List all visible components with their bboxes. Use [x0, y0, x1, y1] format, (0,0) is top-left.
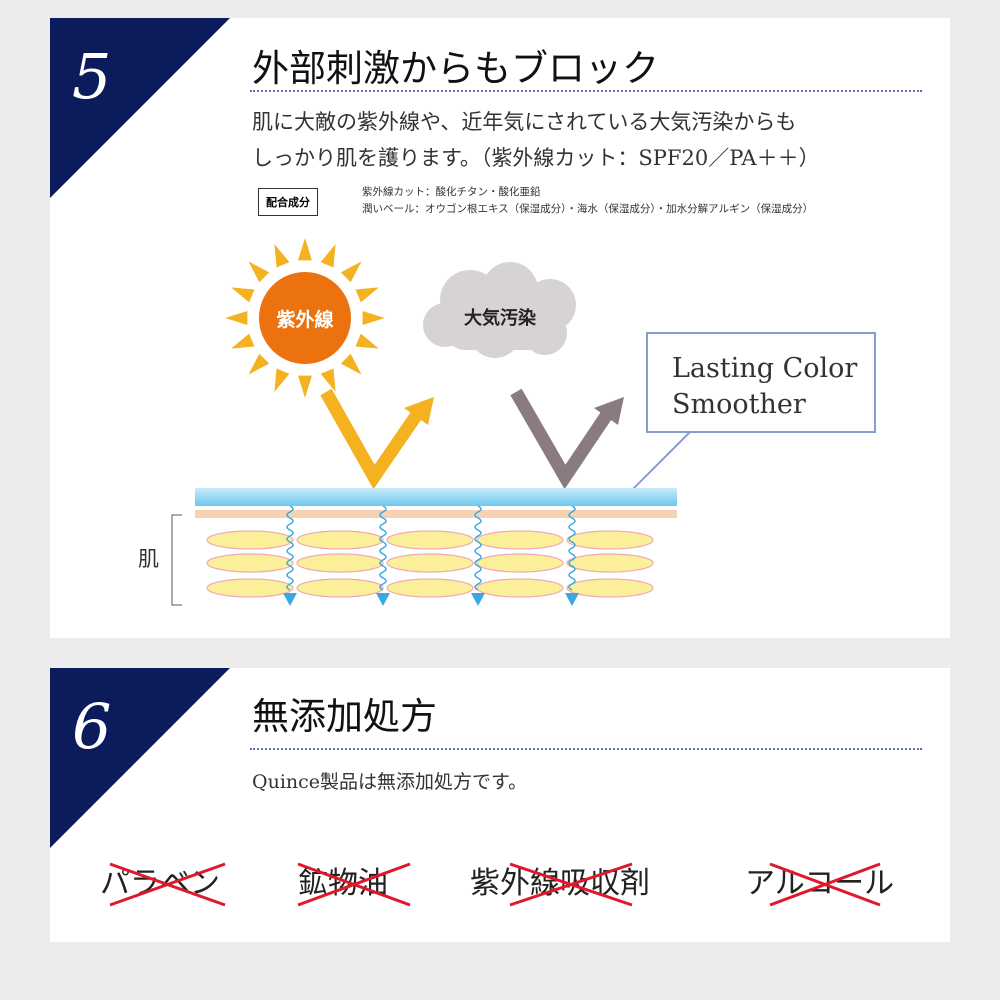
divider	[250, 748, 922, 750]
section-6-panel: 6 無添加処方 Quince製品は無添加処方です。	[50, 668, 950, 942]
sun-ray	[340, 261, 362, 283]
product-callout	[646, 332, 876, 433]
callout-pointer	[624, 431, 691, 498]
sun-icon	[225, 238, 385, 398]
product-layer	[195, 488, 677, 506]
arrowhead	[283, 593, 297, 606]
skin-cells	[206, 530, 654, 598]
sun-ray	[231, 287, 255, 303]
wavy-arrow	[379, 505, 387, 591]
cross-marks	[109, 862, 881, 907]
section-number: 6	[72, 690, 112, 763]
sun-ray	[248, 353, 270, 375]
cross-icon	[297, 862, 411, 907]
sun-ray	[320, 244, 336, 268]
sun-ray	[274, 368, 290, 392]
section-number-badge	[50, 668, 230, 848]
divider	[250, 90, 922, 92]
product-name-line: Lasting Color	[672, 353, 857, 384]
cross-icon	[509, 862, 633, 907]
ingredients-list: 紫外線カット：酸化チタン・酸化亜鉛 潤いベール：オウゴン根エキス（保湿成分）・海…	[362, 184, 813, 218]
skin-cell	[476, 578, 564, 598]
sun-ray	[362, 311, 385, 325]
arrowhead	[594, 397, 624, 425]
arrowhead	[376, 593, 390, 606]
uv-reflect-arrow-icon	[320, 388, 426, 490]
ingredient-line: 紫外線カット：酸化チタン・酸化亜鉛	[362, 186, 541, 198]
desc-line: しっかり肌を護ります。（紫外線カット：SPF20／PA＋＋）	[252, 146, 820, 170]
free-from-item: 鉱物油	[298, 866, 388, 901]
skin-cell	[386, 553, 474, 573]
penetration-arrows	[283, 505, 579, 606]
sun-ray	[355, 287, 379, 303]
skin-cell	[206, 553, 294, 573]
desc-line: 肌に大敵の紫外線や、近年気にされている大気汚染からも	[252, 110, 797, 134]
section-number-badge	[50, 18, 230, 198]
cross-icon	[109, 862, 226, 907]
sun-core	[259, 272, 351, 364]
sun-ray	[298, 238, 312, 261]
sun-ray	[274, 244, 290, 268]
skin-cell	[206, 578, 294, 598]
skin-cell	[476, 553, 564, 573]
skin-cell	[386, 578, 474, 598]
sun-ray	[355, 333, 379, 349]
arrowhead	[565, 593, 579, 606]
sun-ray	[248, 261, 270, 283]
skin-cell	[566, 578, 654, 598]
skin-surface	[195, 510, 677, 518]
skin-cell	[296, 578, 384, 598]
skin-cell	[296, 530, 384, 550]
cloud-label: 大気汚染	[464, 307, 537, 329]
skin-cell	[386, 530, 474, 550]
sun-ray	[225, 311, 248, 325]
section-title: 無添加処方	[252, 695, 437, 738]
cross-icon	[769, 862, 881, 907]
ingredient-line: 潤いベール：オウゴン根エキス（保湿成分）・海水（保湿成分）・加水分解アルギン（保…	[362, 203, 814, 215]
skin-cell	[566, 553, 654, 573]
skin-label: 肌	[138, 547, 159, 571]
sun-ray	[320, 368, 336, 392]
product-name-line: Smoother	[672, 389, 806, 420]
wavy-arrow	[286, 505, 294, 591]
wavy-arrow	[568, 505, 576, 591]
skin-cell	[566, 530, 654, 550]
wavy-arrow	[474, 505, 482, 591]
sun-ray	[231, 333, 255, 349]
cloud-icon	[423, 262, 576, 358]
arrowhead	[471, 593, 485, 606]
arrowhead	[404, 397, 434, 425]
sun-label: 紫外線	[276, 308, 333, 331]
sun-ray	[340, 353, 362, 375]
protection-diagram: 紫外線 大気汚染 Lasting Color Smoother 肌	[138, 238, 876, 606]
skin-bracket	[171, 514, 182, 606]
section-number: 5	[72, 40, 112, 113]
skin-cell	[476, 530, 564, 550]
ingredients-badge: 配合成分	[258, 188, 318, 216]
section-title: 外部刺激からもブロック	[252, 47, 659, 90]
skin-cell	[206, 530, 294, 550]
pollution-reflect-arrow-icon	[510, 388, 616, 490]
section-description: Quince製品は無添加処方です。	[252, 771, 528, 793]
section-description: 肌に大敵の紫外線や、近年気にされている大気汚染からも しっかり肌を護ります。（紫…	[252, 104, 820, 176]
skin-cell	[296, 553, 384, 573]
free-from-item: 紫外線吸収剤	[470, 866, 650, 901]
sun-ray	[298, 375, 312, 398]
